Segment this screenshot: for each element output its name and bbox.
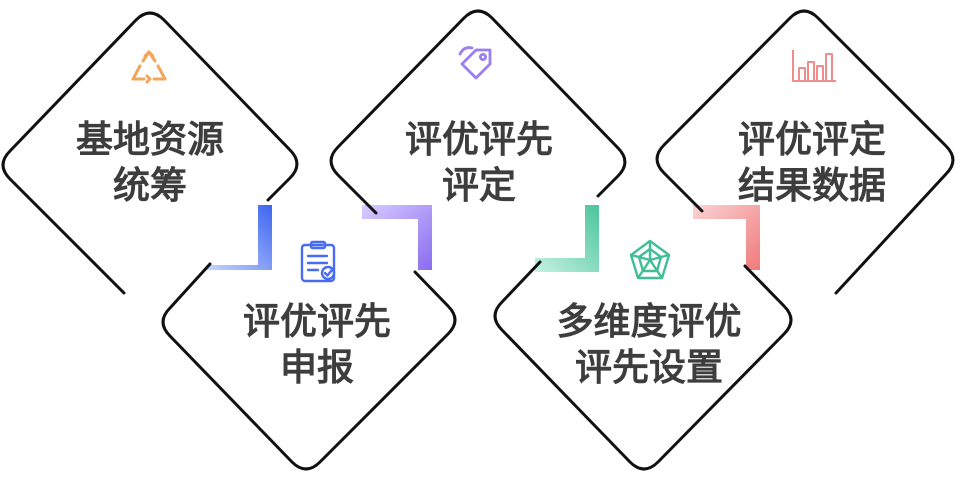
step-4-line2: 评先设置 [575,346,723,389]
recycle-icon [131,50,167,84]
diamond-outline-2 [161,262,457,471]
step-4-label: 多维度评优 评先设置 [557,299,742,391]
diamond-outline-3 [329,9,627,215]
tag-icon [458,46,492,80]
step-2-line1: 评优评先 [243,300,391,343]
step-5-line2: 结果数据 [738,164,886,207]
step-2-label: 评优评先 申报 [243,299,391,391]
diamond-outline-4 [493,260,793,471]
step-3-line2: 评定 [442,164,516,207]
connector-blue [206,205,272,270]
step-4-line1: 多维度评优 [556,300,742,343]
step-2-line2: 申报 [280,346,354,389]
step-3-line1: 评优评先 [405,118,553,161]
step-3-label: 评优评先 评定 [405,117,553,209]
step-1-line2: 统筹 [113,164,187,207]
step-1-line1: 基地资源 [76,118,224,161]
clipboard-check-icon [300,240,336,283]
bar-chart-icon [792,50,836,82]
diamond-outline-5 [655,9,955,295]
connector-purple [362,205,432,270]
step-1-label: 基地资源 统筹 [76,117,224,209]
step-5-label: 评优评定 结果数据 [738,117,886,209]
radar-chart-icon [629,239,671,280]
connector-green [535,205,599,272]
connector-red [693,205,760,270]
step-5-line1: 评优评定 [738,118,886,161]
diamond-outline-1 [1,11,299,295]
